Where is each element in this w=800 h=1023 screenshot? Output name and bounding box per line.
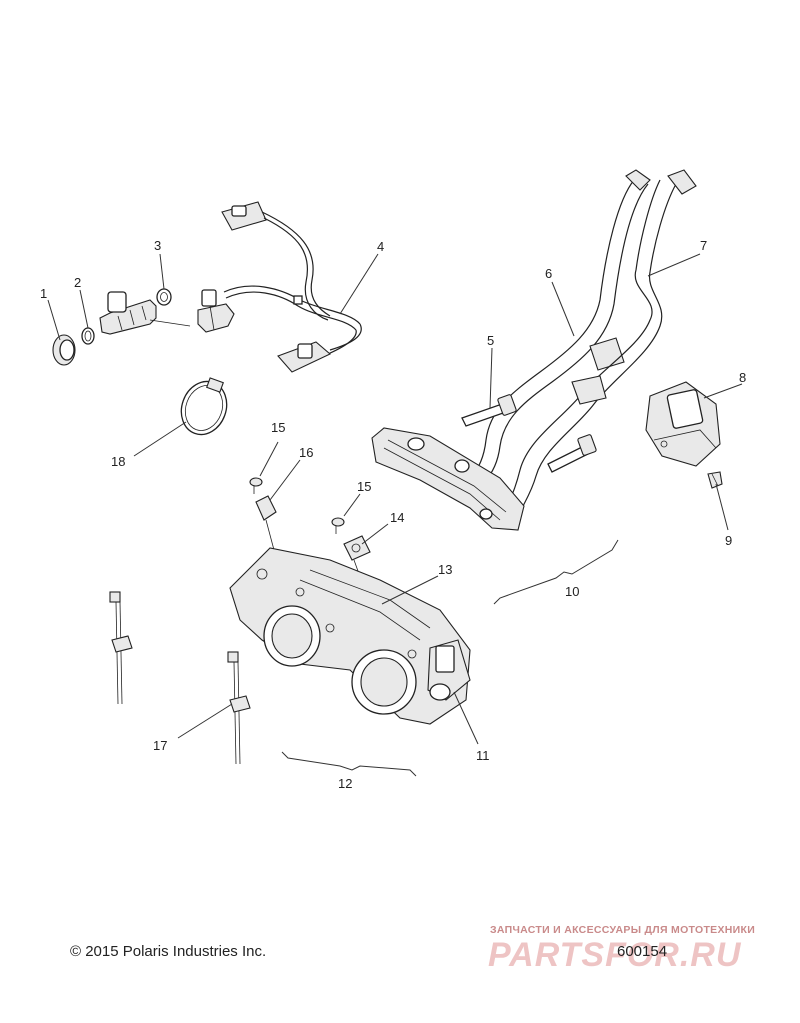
callout-6: 6 bbox=[545, 266, 552, 281]
callout-4: 4 bbox=[377, 239, 384, 254]
callout-3: 3 bbox=[154, 238, 161, 253]
bracket-10 bbox=[493, 539, 619, 605]
callout-18: 18 bbox=[111, 454, 125, 469]
callout-13: 13 bbox=[438, 562, 452, 577]
part-1-seal bbox=[52, 334, 76, 366]
callout-12: 12 bbox=[338, 776, 352, 791]
callout-17: 17 bbox=[153, 738, 167, 753]
copyright-text: © 2015 Polaris Industries Inc. bbox=[70, 943, 267, 960]
callout-7: 7 bbox=[700, 238, 707, 253]
part-7-fuel-hose bbox=[507, 169, 697, 509]
part-6-fuel-hose bbox=[469, 169, 651, 483]
part-4-wire-harness bbox=[221, 201, 362, 373]
watermark-tagline: ЗАПЧАСТИ И АКСЕССУАРЫ ДЛЯ МОТОТЕХНИКИ bbox=[490, 924, 756, 936]
part-10-fuel-rail bbox=[371, 427, 525, 531]
part-18-clamp bbox=[180, 377, 228, 436]
part-2-o-ring bbox=[81, 327, 95, 345]
bracket-12 bbox=[281, 751, 417, 777]
diagram-number: 600154 bbox=[617, 943, 668, 960]
part-15-screw-a bbox=[249, 477, 263, 494]
callout-14: 14 bbox=[390, 510, 404, 525]
callout-15-a: 15 bbox=[271, 420, 285, 435]
injector-connector bbox=[197, 289, 235, 333]
callout-11: 11 bbox=[476, 748, 490, 763]
callout-8: 8 bbox=[739, 370, 746, 385]
part-17-cable-tie bbox=[109, 591, 251, 765]
part-15-screw-b bbox=[331, 517, 345, 534]
part-8-sensor bbox=[645, 381, 721, 467]
callout-5: 5 bbox=[487, 333, 494, 348]
leader-lines bbox=[47, 253, 743, 745]
part-3-o-ring bbox=[156, 288, 172, 306]
callout-10: 10 bbox=[565, 584, 579, 599]
callout-16: 16 bbox=[299, 445, 313, 460]
part-9-screw bbox=[707, 471, 723, 489]
part-12-throttle-body bbox=[229, 547, 471, 725]
callout-9: 9 bbox=[725, 533, 732, 548]
callout-2: 2 bbox=[74, 275, 81, 290]
callout-labels: 1 2 3 4 5 6 7 8 9 10 11 12 13 14 15 15 1… bbox=[40, 238, 746, 791]
watermark-brand: PARTSFOR.RU bbox=[488, 936, 742, 974]
callout-1: 1 bbox=[40, 286, 47, 301]
part-bolt-2 bbox=[547, 434, 597, 473]
callout-15-b: 15 bbox=[357, 479, 371, 494]
fuel-injector bbox=[99, 291, 191, 335]
part-5-bolt bbox=[461, 394, 517, 427]
